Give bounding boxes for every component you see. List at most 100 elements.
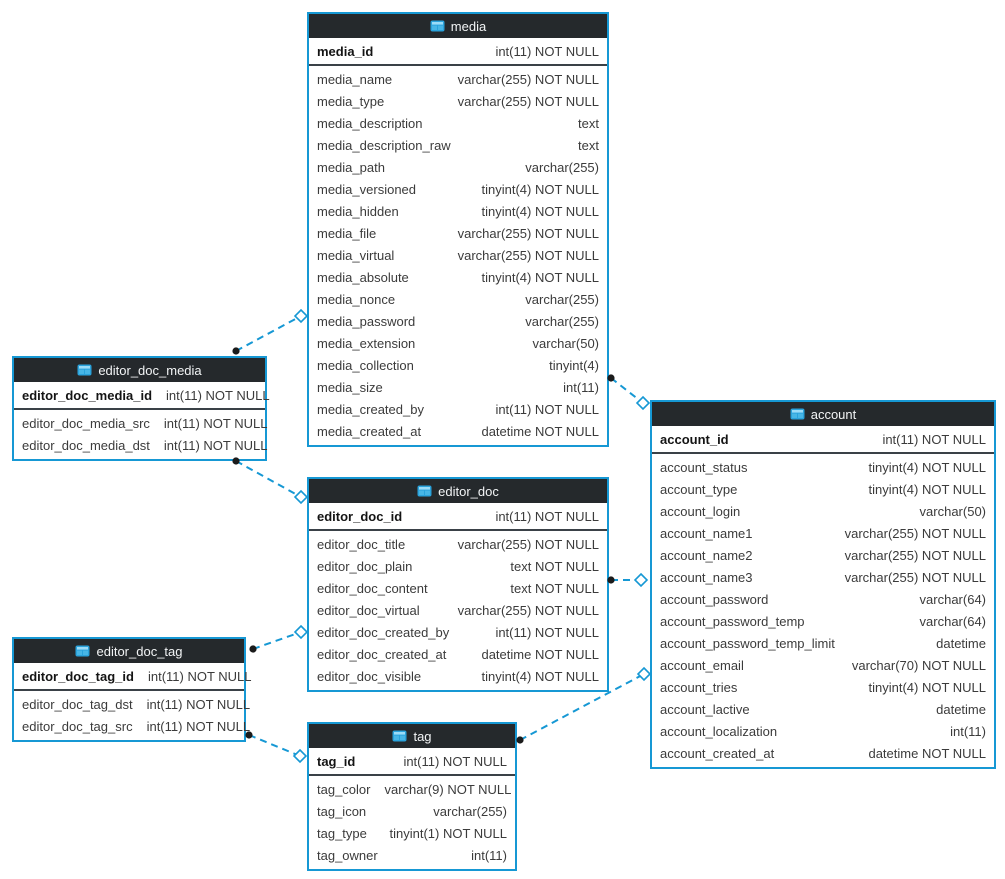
- relationship-editor_doc_tag-tag[interactable]: [245, 731, 308, 764]
- field-type: varchar(255): [525, 159, 599, 175]
- table-icon: [75, 645, 90, 657]
- field-type: varchar(9) NOT NULL: [384, 781, 512, 797]
- pk-separator: [14, 689, 244, 691]
- field-name: account_name2: [660, 547, 753, 563]
- table-header-account[interactable]: account: [652, 402, 994, 426]
- field-name: editor_doc_created_at: [317, 646, 447, 662]
- field-name: media_description_raw: [317, 137, 451, 153]
- table-header-editor_doc[interactable]: editor_doc: [309, 479, 607, 503]
- field-type: tinyint(4) NOT NULL: [868, 481, 986, 497]
- relationship-media-account[interactable]: [607, 374, 651, 411]
- field-type: datetime NOT NULL: [481, 646, 599, 662]
- table-header-editor_doc_media[interactable]: editor_doc_media: [14, 358, 265, 382]
- relationship-editor_doc_tag-editor_doc[interactable]: [249, 624, 309, 653]
- field-name: tag_type: [317, 825, 367, 841]
- field-name: media_name: [317, 71, 393, 87]
- field-row[interactable]: editor_doc_created_at datetime NOT NULL: [309, 643, 607, 665]
- table-header-media[interactable]: media: [309, 14, 607, 38]
- field-type: varchar(255) NOT NULL: [457, 247, 599, 263]
- field-row[interactable]: tag_color varchar(9) NOT NULL: [309, 778, 515, 800]
- field-name: media_description: [317, 115, 423, 131]
- field-type: int(11) NOT NULL: [495, 624, 599, 640]
- relationship-editor_doc_media-media[interactable]: [232, 308, 309, 355]
- table-header-tag[interactable]: tag: [309, 724, 515, 748]
- relationship-editor_doc_media-editor_doc[interactable]: [232, 457, 309, 505]
- field-type: int(11) NOT NULL: [495, 508, 599, 524]
- connector-diamond-endpoint: [633, 572, 649, 588]
- field-type: varchar(64): [919, 591, 986, 607]
- field-type: varchar(50): [919, 503, 986, 519]
- table-icon: [77, 364, 92, 376]
- field-name: media_id: [317, 43, 374, 59]
- field-name: media_nonce: [317, 291, 396, 307]
- table-header-editor_doc_tag[interactable]: editor_doc_tag: [14, 639, 244, 663]
- field-name: tag_icon: [317, 803, 367, 819]
- field-type: tinyint(4) NOT NULL: [481, 668, 599, 684]
- table-title: editor_doc_media: [98, 362, 202, 378]
- field-name: editor_doc_media_src: [22, 415, 150, 431]
- relationship-editor_doc-account[interactable]: [607, 572, 649, 588]
- connector-diamond-endpoint: [293, 308, 309, 324]
- field-name: tag_color: [317, 781, 371, 797]
